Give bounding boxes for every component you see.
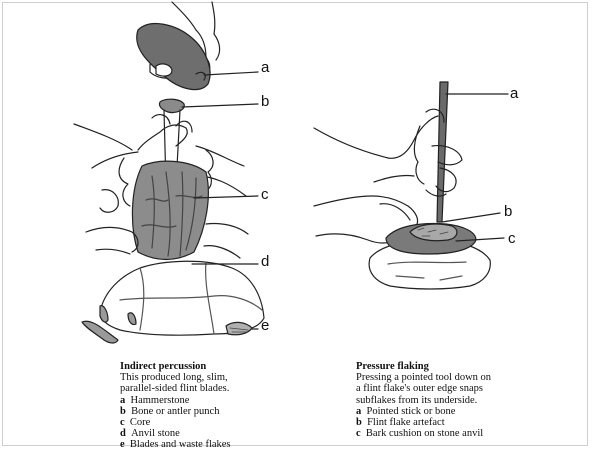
caption-body-line: Pressing a pointed tool down on — [356, 372, 491, 383]
label-b-right: b — [504, 204, 512, 219]
caption-indirect-percussion: Indirect percussion This produced long, … — [120, 361, 231, 451]
label-d-left: d — [261, 254, 269, 269]
label-c-left: c — [261, 187, 269, 202]
caption-body-line: This produced long, slim, — [120, 372, 231, 383]
label-c-right: c — [508, 231, 516, 246]
caption-title-left: Indirect percussion — [120, 361, 231, 372]
caption-body-line: parallel-sided flint blades. — [120, 383, 231, 394]
label-a-right: a — [510, 86, 518, 101]
label-a-left: a — [261, 60, 269, 75]
leader-line-b-right — [442, 213, 500, 222]
caption-item-a-left: a Hammerstone — [120, 395, 231, 406]
caption-item-b-left: b Bone or antler punch — [120, 406, 231, 417]
pointed-stick — [437, 82, 448, 222]
leader-line-a-left — [204, 72, 258, 75]
caption-item-d-left: d Anvil stone — [120, 428, 231, 439]
caption-pressure-flaking: Pressure flaking Pressing a pointed tool… — [356, 361, 491, 439]
label-e-left: e — [261, 318, 269, 333]
caption-body-line: a flint flake's outer edge snaps — [356, 383, 491, 394]
leader-line-b-left — [182, 104, 258, 107]
label-b-left: b — [261, 94, 269, 109]
caption-item-c-right: c Bark cushion on stone anvil — [356, 428, 491, 439]
caption-item-a-right: a Pointed stick or bone — [356, 406, 491, 417]
caption-item-b-right: b Flint flake artefact — [356, 417, 491, 428]
caption-item-c-left: c Core — [120, 417, 231, 428]
caption-body-line: subflakes from its underside. — [356, 395, 491, 406]
caption-title-right: Pressure flaking — [356, 361, 491, 372]
